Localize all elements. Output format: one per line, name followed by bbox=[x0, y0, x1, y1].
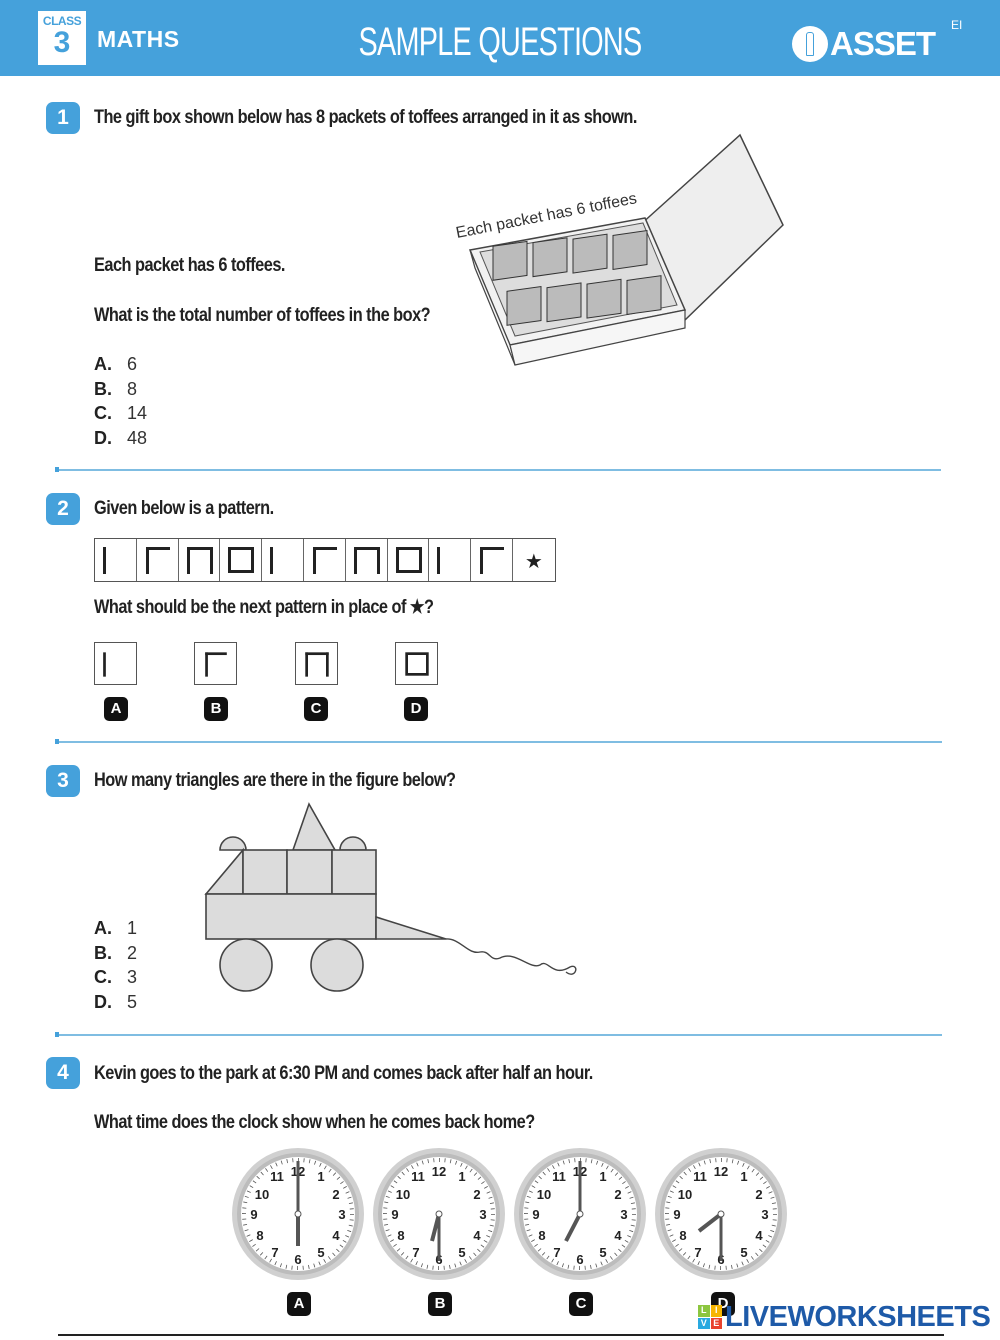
pattern-cell bbox=[471, 539, 513, 581]
box-shape-icon bbox=[395, 547, 422, 573]
q3-option-b[interactable]: B.2 bbox=[94, 943, 138, 963]
pattern-cell bbox=[262, 539, 304, 581]
arch-shape-icon bbox=[305, 652, 329, 677]
pattern-cell bbox=[304, 539, 346, 581]
question-2-prompt: What should be the next pattern in place… bbox=[94, 597, 434, 618]
line-shape-icon bbox=[103, 547, 106, 574]
pattern-cell bbox=[220, 539, 263, 581]
question-1-info: Each packet has 6 toffees. bbox=[94, 255, 285, 276]
q2-option-d-label[interactable]: D bbox=[404, 697, 428, 721]
pattern-cell: ★ bbox=[513, 539, 555, 581]
question-2-text: Given below is a pattern. bbox=[94, 498, 274, 519]
q4-option-d-label[interactable]: D bbox=[711, 1292, 735, 1316]
liveworksheets-text: LIVEWORKSHEETS bbox=[725, 1301, 991, 1333]
arch-shape-icon bbox=[186, 547, 213, 574]
q1-option-b[interactable]: B.8 bbox=[94, 379, 138, 399]
pattern-sequence: ★ bbox=[94, 538, 556, 582]
q3-option-a[interactable]: A.1 bbox=[94, 918, 138, 938]
arch-shape-icon bbox=[353, 547, 380, 574]
page-title: SAMPLE QUESTIONS bbox=[358, 20, 643, 64]
class-number: 3 bbox=[53, 26, 71, 59]
corner-shape-icon bbox=[145, 547, 170, 574]
box-shape-icon bbox=[228, 547, 255, 573]
brand-superscript: EI bbox=[951, 18, 963, 32]
section-divider bbox=[55, 467, 941, 472]
q2-option-c-label[interactable]: C bbox=[304, 697, 328, 721]
star-icon: ★ bbox=[524, 551, 543, 573]
q3-option-c[interactable]: C.3 bbox=[94, 967, 138, 987]
clock-a-icon[interactable] bbox=[230, 1146, 366, 1282]
pattern-cell bbox=[388, 539, 430, 581]
q4-option-a-label[interactable]: A bbox=[287, 1292, 311, 1316]
q2-option-d-box[interactable] bbox=[395, 642, 438, 685]
q3-option-d[interactable]: D.5 bbox=[94, 992, 138, 1012]
liveworksheets-logo-icon: L I V E bbox=[698, 1305, 722, 1329]
question-4-prompt: What time does the clock show when he co… bbox=[94, 1112, 535, 1133]
pattern-cell bbox=[429, 539, 472, 581]
q2-option-b-label[interactable]: B bbox=[204, 697, 228, 721]
corner-shape-icon bbox=[480, 547, 505, 574]
brand-name: ASSET bbox=[830, 25, 936, 62]
question-number-3: 3 bbox=[46, 765, 80, 797]
toffee-box-image: Each packet has 6 toffees bbox=[455, 133, 784, 366]
header-banner: CLASS 3 MATHS SAMPLE QUESTIONS ASSET EI bbox=[0, 0, 1000, 76]
pattern-cell bbox=[346, 539, 388, 581]
section-divider bbox=[55, 1032, 942, 1037]
corner-shape-icon bbox=[205, 652, 227, 677]
box-shape-icon bbox=[405, 652, 429, 676]
q4-option-c-label[interactable]: C bbox=[569, 1292, 593, 1316]
pattern-cell bbox=[179, 539, 221, 581]
q2-option-c-box[interactable] bbox=[295, 642, 338, 685]
question-1-prompt: What is the total number of toffees in t… bbox=[94, 305, 431, 326]
pencil-logo-icon bbox=[792, 26, 828, 62]
class-badge: CLASS 3 bbox=[38, 11, 86, 65]
question-4-text: Kevin goes to the park at 6:30 PM and co… bbox=[94, 1063, 593, 1084]
question-number-1: 1 bbox=[46, 102, 80, 134]
section-divider bbox=[55, 739, 942, 744]
q2-option-b-box[interactable] bbox=[194, 642, 237, 685]
clock-c-icon[interactable] bbox=[512, 1146, 648, 1282]
q2-option-a-box[interactable] bbox=[94, 642, 137, 685]
bottom-rule bbox=[58, 1334, 944, 1336]
question-3-text: How many triangles are there in the figu… bbox=[94, 770, 456, 791]
question-number-4: 4 bbox=[46, 1057, 80, 1089]
clock-b-icon[interactable] bbox=[371, 1146, 507, 1282]
q2-option-a-label[interactable]: A bbox=[104, 697, 128, 721]
subject-label: MATHS bbox=[97, 26, 180, 52]
pattern-cell bbox=[137, 539, 179, 581]
cart-figure-image bbox=[204, 802, 577, 992]
pattern-cell bbox=[95, 539, 137, 581]
clock-d-icon[interactable] bbox=[653, 1146, 789, 1282]
q1-option-d[interactable]: D.48 bbox=[94, 428, 148, 448]
question-number-2: 2 bbox=[46, 493, 80, 525]
q1-option-a[interactable]: A.6 bbox=[94, 354, 138, 374]
question-1-text: The gift box shown below has 8 packets o… bbox=[94, 107, 637, 128]
class-label: CLASS bbox=[42, 14, 82, 28]
line-shape-icon bbox=[103, 652, 106, 677]
q1-option-c[interactable]: C.14 bbox=[94, 403, 148, 423]
line-shape-icon bbox=[270, 547, 274, 574]
line-shape-icon bbox=[437, 547, 441, 574]
corner-shape-icon bbox=[312, 547, 337, 574]
q4-option-b-label[interactable]: B bbox=[428, 1292, 452, 1316]
